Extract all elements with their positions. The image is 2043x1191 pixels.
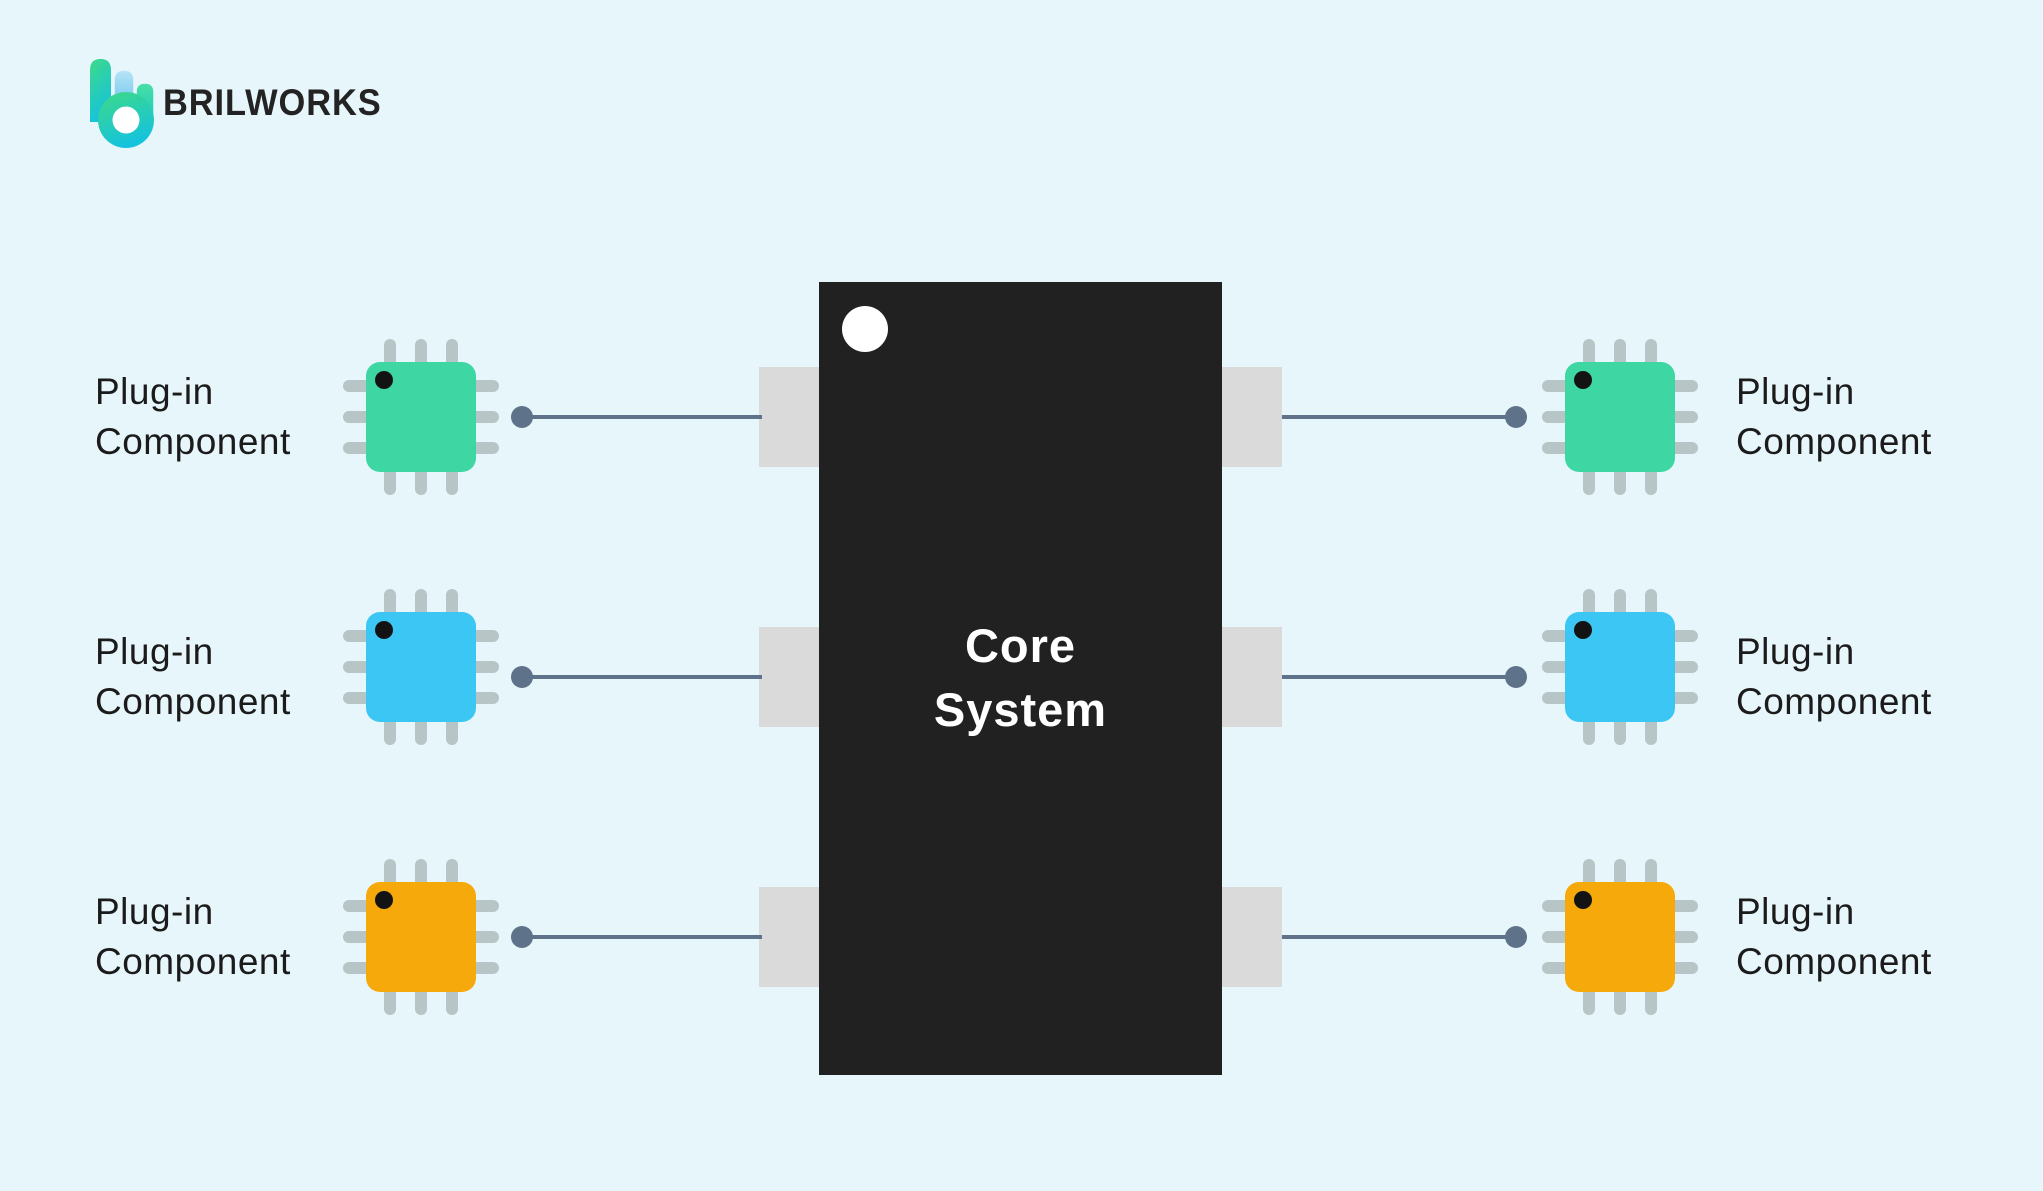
core-orientation-dot [842,306,888,352]
plugin-label-line-2: Component [95,941,291,982]
wire-node-left-top [511,406,533,428]
plugin-label-line-1: Plug-in [1736,631,1855,672]
chip-body [1565,882,1675,992]
wire-left-middle [522,675,762,679]
core-pin-left-top [759,367,819,467]
wire-node-right-middle [1505,666,1527,688]
plugin-label-right-top: Plug-in Component [1736,367,1932,467]
core-title: Core System [819,614,1222,742]
chip-icon [1542,339,1698,495]
chip-notch-dot [375,891,393,909]
core-pin-left-bottom [759,887,819,987]
plugin-label-left-middle: Plug-in Component [95,627,291,727]
wire-right-middle [1282,675,1516,679]
brilworks-wordmark: BRILWORKS [163,82,382,123]
wire-left-top [522,415,762,419]
plugin-chip-left-middle [343,589,499,745]
plugin-label-line-1: Plug-in [1736,891,1855,932]
core-pin-right-top [1222,367,1282,467]
core-title-line-1: Core [964,619,1077,672]
chip-body [366,612,476,722]
plugin-label-line-2: Component [1736,941,1932,982]
wire-right-top [1282,415,1516,419]
plugin-label-right-middle: Plug-in Component [1736,627,1932,727]
chip-notch-dot [1574,891,1592,909]
wire-right-bottom [1282,935,1516,939]
core-pin-left-middle [759,627,819,727]
chip-pins [343,339,499,495]
brilworks-b-mark-icon [90,59,155,148]
core-pin-right-bottom [1222,887,1282,987]
plugin-chip-left-top [343,339,499,495]
plugin-label-left-bottom: Plug-in Component [95,887,291,987]
chip-notch-dot [1574,621,1592,639]
chip-pins [343,589,499,745]
plugin-label-line-2: Component [95,681,291,722]
chip-body [366,362,476,472]
plugin-label-line-2: Component [1736,421,1932,462]
plugin-label-line-1: Plug-in [95,631,214,672]
chip-pins [1542,589,1698,745]
plugin-chip-left-bottom [343,859,499,1015]
plugin-label-left-top: Plug-in Component [95,367,291,467]
plugin-label-line-1: Plug-in [95,891,214,932]
plugin-label-line-1: Plug-in [95,371,214,412]
plugin-chip-right-middle [1542,589,1698,745]
wire-node-left-bottom [511,926,533,948]
chip-icon [343,859,499,1015]
chip-notch-dot [375,371,393,389]
plugin-label-line-2: Component [1736,681,1932,722]
chip-pins [1542,339,1698,495]
chip-pins [1542,859,1698,1015]
plugin-label-line-2: Component [95,421,291,462]
wire-node-right-top [1505,406,1527,428]
core-title-line-2: System [933,683,1108,736]
chip-body [366,882,476,992]
wire-node-right-bottom [1505,926,1527,948]
wire-left-bottom [522,935,762,939]
chip-body [1565,362,1675,472]
chip-icon [1542,859,1698,1015]
core-pin-right-middle [1222,627,1282,727]
chip-pins [343,859,499,1015]
chip-notch-dot [1574,371,1592,389]
chip-icon [343,339,499,495]
plugin-chip-right-top [1542,339,1698,495]
plugin-label-right-bottom: Plug-in Component [1736,887,1932,987]
plugin-label-line-1: Plug-in [1736,371,1855,412]
chip-icon [343,589,499,745]
plugin-chip-right-bottom [1542,859,1698,1015]
core-system-chip: Core System [819,282,1222,1075]
chip-notch-dot [375,621,393,639]
wire-node-left-middle [511,666,533,688]
chip-body [1565,612,1675,722]
chip-icon [1542,589,1698,745]
